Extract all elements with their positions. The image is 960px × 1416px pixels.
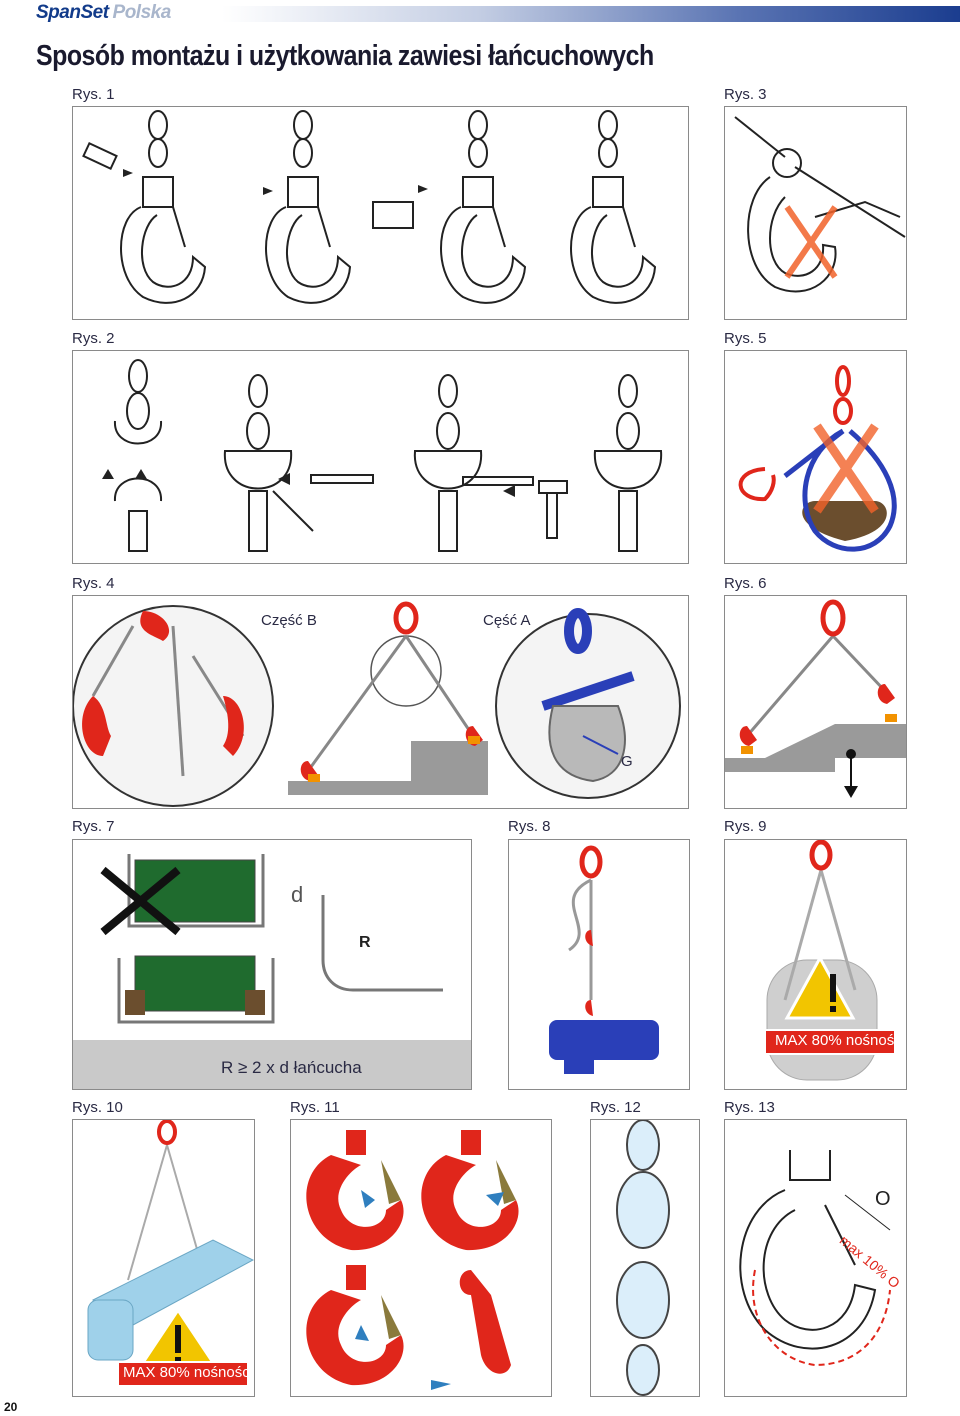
rys1-hook-4: [570, 110, 657, 304]
rys6-sloped-load-illustration: [725, 599, 906, 798]
header-gradient-band: [222, 6, 960, 22]
rys4-g-label: G: [621, 753, 633, 770]
rys9-coil-lift-illustration: [764, 840, 896, 1081]
figure-rys8: [508, 839, 690, 1090]
rys9-warning-icon: [784, 954, 856, 1020]
rys7-d-label: d: [291, 882, 304, 907]
rys7-cross-icon: [100, 866, 181, 936]
figure-rys11: [290, 1119, 552, 1397]
page-title: Sposób montażu i użytkowania zawiesi łań…: [36, 40, 654, 72]
figure-rys1: [72, 106, 689, 320]
rys3-cross-icon: [784, 205, 838, 279]
rys13-o-label: O: [875, 1188, 891, 1210]
figure-rys2: [72, 350, 689, 564]
rys1-hook-2: [265, 110, 352, 304]
figure-label-rys3: Rys. 3: [724, 86, 767, 103]
rys2-coupling-sequence-illustration: [102, 359, 663, 552]
rys1-hook-3: [440, 110, 527, 304]
figure-rys5: [724, 350, 907, 564]
figure-rys12: [590, 1119, 700, 1397]
page-number: 20: [4, 1400, 18, 1414]
figure-label-rys9: Rys. 9: [724, 818, 767, 835]
figure-label-rys2: Rys. 2: [72, 330, 115, 347]
figure-label-rys12: Rys. 12: [590, 1099, 641, 1116]
figure-rys3: [724, 106, 907, 320]
rys4-detail-hook: [541, 608, 635, 711]
rys11-latch-hooks-illustration: [306, 1130, 519, 1390]
figure-rys7: d R R ≥ 2 x d łańcucha: [72, 839, 472, 1090]
rys4-part-b-label: Część B: [261, 612, 317, 629]
rys13-hook-deformation-illustration: [739, 1150, 891, 1367]
figure-label-rys13: Rys. 13: [724, 1099, 775, 1116]
rys5-chain-loop-illustration: [738, 365, 897, 552]
figure-label-rys4: Rys. 4: [72, 575, 115, 592]
figure-label-rys1: Rys. 1: [72, 86, 115, 103]
figure-label-rys11: Rys. 11: [290, 1099, 340, 1116]
figure-label-rys8: Rys. 8: [508, 818, 551, 835]
figure-label-rys6: Rys. 6: [724, 575, 767, 592]
rys1-hook-assembly-illustration: [82, 110, 657, 304]
rys4-two-leg-sling-illustration: [73, 601, 681, 807]
rys12-connecting-link-illustration: [616, 1120, 670, 1396]
figure-rys6: [724, 595, 907, 809]
rys3-wrong-hook-illustration: [734, 116, 906, 293]
rys9-warning-text: MAX 80% nośności: [775, 1032, 906, 1049]
rys7-r-label: R: [359, 934, 371, 951]
figure-label-rys5: Rys. 5: [724, 330, 767, 347]
rys1-hook-1: [120, 110, 207, 304]
figure-rys4: Część B Cęść A G: [72, 595, 689, 809]
rys10-warning-text: MAX 80% nośności: [123, 1364, 254, 1381]
logo-sub-text: Polska: [112, 2, 172, 23]
rys7-chain-edge-radius-illustration: [73, 854, 471, 1089]
figure-label-rys7: Rys. 7: [72, 818, 115, 835]
figure-label-rys10: Rys. 10: [72, 1099, 123, 1116]
figure-rys9: MAX 80% nośności: [724, 839, 907, 1090]
rys7-radius-rule: R ≥ 2 x d łańcucha: [221, 1058, 362, 1077]
figure-rys10: MAX 80% nośności: [72, 1119, 255, 1397]
rys5-cross-icon: [813, 423, 879, 514]
figure-rys13: O max 10% O: [724, 1119, 907, 1397]
rys4-part-a-label: Cęść A: [483, 612, 531, 629]
rys8-motor-lift-illustration: [549, 845, 659, 1074]
rys10-pipe-bundle-illustration: [87, 1120, 254, 1387]
logo-main-text: SpanSet: [36, 2, 109, 23]
